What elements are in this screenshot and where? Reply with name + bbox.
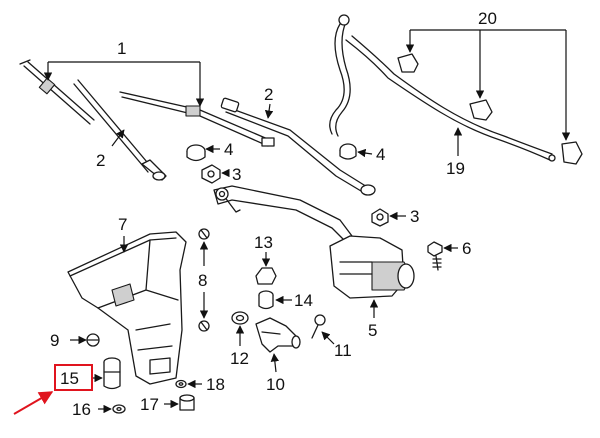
washer-16[interactable] [112, 404, 126, 414]
clip-8-upper[interactable] [198, 228, 210, 240]
nut-right[interactable] [371, 208, 389, 227]
pump-17[interactable] [179, 394, 195, 411]
connector-20-middle[interactable] [469, 99, 493, 121]
leader-lines [43, 29, 571, 414]
callout-2-left: 2 [96, 151, 105, 170]
wiper-arm-left[interactable] [73, 79, 167, 181]
clip-8-lower[interactable] [198, 320, 210, 332]
cap-right[interactable] [339, 143, 357, 160]
level-sensor[interactable] [103, 357, 121, 390]
callout-9: 9 [50, 331, 59, 350]
wiper-arm-right[interactable] [220, 97, 376, 196]
callout-8: 8 [198, 271, 207, 290]
screw-11[interactable] [311, 314, 326, 339]
callout-20: 20 [478, 9, 497, 28]
callout-6: 6 [462, 239, 471, 258]
seal-13[interactable] [255, 267, 277, 285]
cap-left[interactable] [186, 144, 206, 162]
callout-10: 10 [266, 375, 285, 394]
callout-17: 17 [140, 395, 159, 414]
callout-19: 19 [446, 159, 465, 178]
callout-3-left: 3 [232, 165, 241, 184]
washer-pump[interactable] [255, 317, 301, 353]
grommet-12[interactable] [231, 311, 249, 325]
callout-12: 12 [230, 349, 249, 368]
callout-7: 7 [118, 215, 127, 234]
highlight-box [54, 364, 93, 391]
connector-20-right[interactable] [561, 141, 583, 165]
highlight-arrow [13, 391, 54, 415]
callout-11: 11 [334, 341, 352, 360]
callout-5: 5 [368, 321, 377, 340]
callout-1: 1 [117, 39, 126, 58]
wiper-blade-left[interactable] [19, 59, 95, 125]
callout-14: 14 [294, 291, 313, 310]
callout-13: 13 [254, 233, 273, 252]
callout-16: 16 [72, 400, 91, 419]
connector-20-upper[interactable] [397, 53, 419, 73]
callout-labels: 1 2 2 3 3 4 4 5 6 7 8 9 10 11 12 13 14 1… [50, 9, 497, 419]
wiper-blade-right[interactable] [119, 91, 275, 147]
bolt-6[interactable] [427, 241, 443, 271]
callout-18: 18 [206, 375, 225, 394]
wiper-linkage[interactable] [213, 185, 353, 241]
callout-4-left: 4 [224, 140, 233, 159]
wiper-motor[interactable] [329, 235, 415, 299]
washer-hose[interactable] [329, 14, 556, 162]
washer-18[interactable] [175, 379, 187, 389]
callout-4-right: 4 [376, 145, 385, 164]
callout-2-right: 2 [264, 85, 273, 104]
grommet-14[interactable] [258, 290, 274, 310]
washer-reservoir[interactable] [67, 231, 187, 385]
screw-9[interactable] [86, 333, 100, 347]
nut-left[interactable] [201, 164, 221, 184]
callout-15[interactable]: 15 [60, 369, 79, 388]
callout-3-right: 3 [410, 207, 419, 226]
